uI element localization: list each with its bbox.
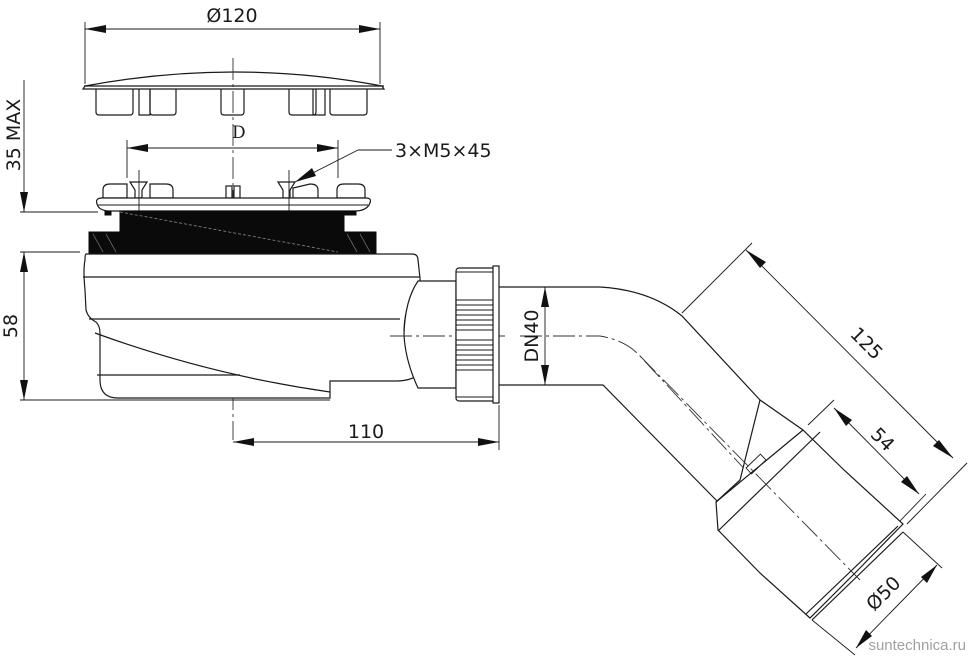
dim-body-height: 58: [0, 251, 330, 401]
label-cover-diameter: Ø120: [206, 5, 257, 27]
label-outlet-nominal: DN40: [521, 309, 543, 362]
label-outlet-diameter: Ø50: [862, 572, 905, 615]
label-bolt-circle: D: [232, 123, 246, 143]
sealing-gasket: [88, 210, 377, 255]
dim-bolt-circle: D: [126, 123, 339, 178]
label-outlet-offset: 110: [348, 421, 384, 443]
dim-outlet-offset: 110: [233, 405, 500, 450]
cover-plate: [81, 71, 386, 116]
dim-outlet-nominal: DN40: [521, 287, 549, 385]
label-elbow-length: 125: [846, 323, 887, 364]
label-screws: 3×M5×45: [395, 140, 492, 162]
elbow-outlet-pipe: [499, 286, 904, 621]
label-body-height: 58: [0, 314, 22, 338]
label-socket-length: 54: [866, 423, 899, 456]
dim-cover-diameter: Ø120: [84, 5, 381, 84]
union-nut: [455, 265, 500, 404]
flange-with-screws: [95, 170, 372, 212]
watermark: suntechnica.ru: [868, 637, 966, 654]
screws-callout: 3×M5×45: [294, 140, 492, 183]
siphon-body: [83, 253, 505, 399]
label-height-adjust: 35 MAX: [3, 99, 25, 172]
dim-height-adjust: 35 MAX: [3, 80, 98, 213]
